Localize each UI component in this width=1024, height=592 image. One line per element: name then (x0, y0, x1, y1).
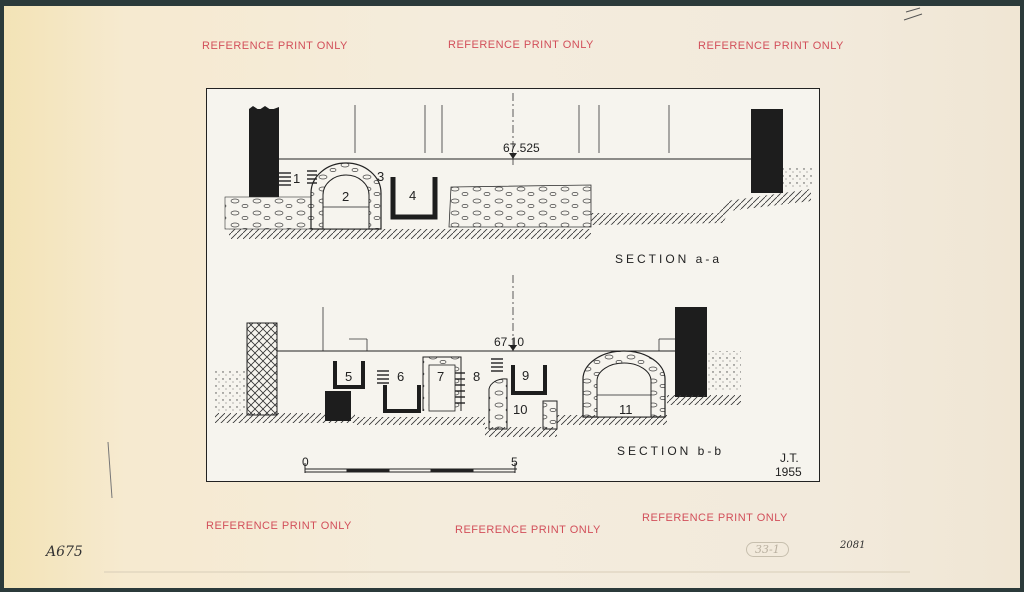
drawing-year: 1955 (775, 465, 802, 479)
level-b-label: 67.10 (494, 335, 525, 349)
circled-note: 33-1 (746, 542, 789, 557)
author-initials: J.T. (780, 451, 799, 465)
section-drawing: 67.525 1 2 3 4 SECTION a-a 67.10 5 6 7 8… (206, 88, 820, 482)
print-sheet: REFERENCE PRINT ONLY REFERENCE PRINT ONL… (4, 6, 1020, 588)
catalog-code: A675 (46, 544, 83, 560)
feature-label-4: 4 (409, 188, 417, 203)
reference-stamp: REFERENCE PRINT ONLY (455, 524, 601, 536)
feature-label-3: 3 (377, 169, 385, 184)
sheet-number: 2081 (840, 540, 866, 551)
feature-label-8: 8 (473, 369, 481, 384)
level-a-label: 67.525 (503, 141, 540, 155)
scale-end-label: 5 (511, 455, 518, 469)
feature-label-2: 2 (342, 189, 350, 204)
feature-label-1: 1 (293, 171, 301, 186)
reference-stamp: REFERENCE PRINT ONLY (206, 520, 352, 532)
reference-stamp: REFERENCE PRINT ONLY (202, 40, 348, 52)
feature-label-9: 9 (522, 368, 530, 383)
feature-label-11: 11 (619, 402, 633, 417)
drawing-linework (215, 93, 813, 473)
reference-stamp: REFERENCE PRINT ONLY (642, 512, 788, 524)
reference-stamp: REFERENCE PRINT ONLY (448, 39, 594, 51)
feature-label-10: 10 (513, 402, 528, 417)
feature-label-7: 7 (437, 369, 445, 384)
sheet-marks (104, 7, 923, 573)
section-a-title: SECTION a-a (615, 252, 723, 266)
feature-label-5: 5 (345, 369, 353, 384)
reference-stamp: REFERENCE PRINT ONLY (698, 40, 844, 52)
feature-label-6: 6 (397, 369, 405, 384)
section-b-title: SECTION b-b (617, 444, 725, 458)
scale-start-label: 0 (302, 455, 309, 469)
